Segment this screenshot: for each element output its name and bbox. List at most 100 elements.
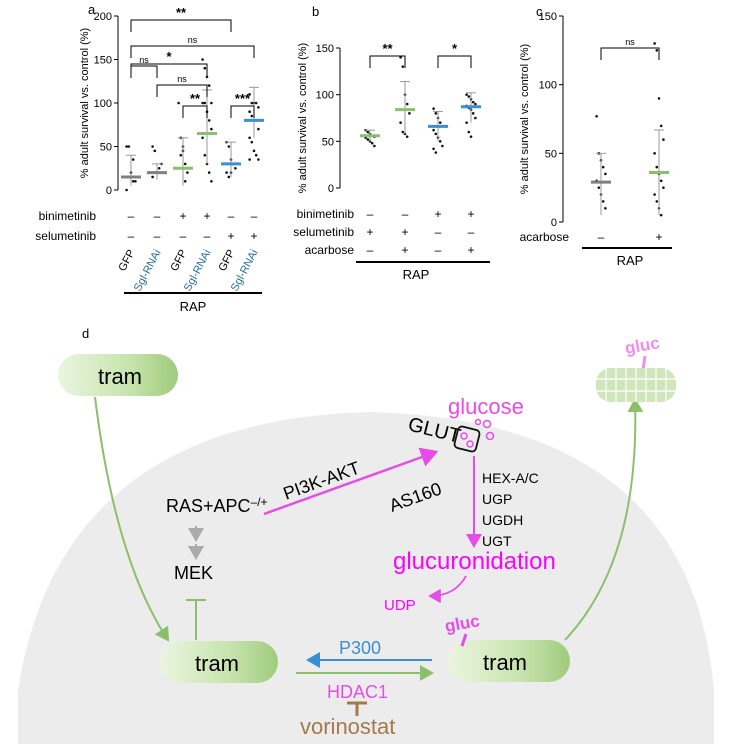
treatment-sign: – xyxy=(367,207,374,221)
data-point xyxy=(210,127,213,131)
glucose-label: glucose xyxy=(448,394,524,419)
y-tick-label: 150 xyxy=(539,11,557,23)
significance-label: * xyxy=(452,41,458,56)
x-tick-label: GFP xyxy=(168,248,189,274)
data-point xyxy=(248,93,251,96)
tram-label-right: tram xyxy=(483,650,527,675)
significance-label: *** xyxy=(235,91,251,106)
hdac1-label: HDAC1 xyxy=(327,682,388,702)
data-point xyxy=(225,171,228,174)
gluc-bond-excreted xyxy=(641,355,647,371)
mek-inhibition-line xyxy=(186,599,206,640)
enzyme-label-4: UGT xyxy=(482,533,512,549)
data-point xyxy=(601,165,605,169)
treatment-sign: – xyxy=(251,209,258,223)
data-point xyxy=(432,128,435,132)
tram-pill-right xyxy=(448,640,570,682)
data-point xyxy=(210,180,213,183)
treatment-sign: + xyxy=(467,243,474,257)
data-point xyxy=(465,93,468,96)
treatment-sign: + xyxy=(467,207,474,221)
group-label: RAP xyxy=(617,253,644,268)
data-point xyxy=(408,112,411,115)
y-axis-label: % adult survival vs. control (%) xyxy=(519,44,531,194)
panel-label-c: c xyxy=(536,4,543,19)
panel-label-d: d xyxy=(82,326,89,341)
glut-transporter-icon xyxy=(453,425,481,453)
enzyme-label-1: HEX-A/C xyxy=(482,470,539,486)
data-point xyxy=(248,110,251,113)
treatment-sign: – xyxy=(598,230,605,244)
data-point xyxy=(203,153,207,157)
tram-pill-top xyxy=(58,354,178,396)
data-point xyxy=(207,171,211,174)
p300-label: P300 xyxy=(339,638,381,658)
data-point xyxy=(653,193,656,196)
data-point xyxy=(595,114,598,118)
data-point xyxy=(432,107,435,110)
arrow-tram-out xyxy=(564,398,644,641)
data-point xyxy=(250,114,254,118)
data-point xyxy=(179,153,183,157)
significance-label: ns xyxy=(625,37,635,47)
panel-label-a: a xyxy=(88,2,96,17)
treatment-sign: – xyxy=(128,229,135,243)
data-point xyxy=(405,102,409,106)
data-point xyxy=(399,56,402,59)
arrow-tram-in xyxy=(94,396,170,642)
significance-bracket xyxy=(437,55,472,68)
significance-bracket xyxy=(130,45,255,58)
data-point xyxy=(227,175,231,179)
treatment-row-label: acarbose xyxy=(520,230,570,244)
data-point xyxy=(373,144,376,148)
data-point xyxy=(653,42,656,45)
data-point xyxy=(254,153,258,157)
data-point xyxy=(183,162,187,166)
data-point xyxy=(234,166,237,170)
arrow-to-udp xyxy=(428,575,467,604)
y-tick-label: 100 xyxy=(539,80,557,92)
data-point xyxy=(248,158,251,161)
treatment-sign: + xyxy=(401,243,408,257)
data-point xyxy=(157,166,161,170)
y-tick-label: 100 xyxy=(94,98,112,110)
treatment-row-label: binimetinib xyxy=(39,209,97,223)
significance-label: * xyxy=(166,49,172,64)
treatment-sign: – xyxy=(367,243,374,257)
treatment-sign: + xyxy=(366,225,373,239)
glucose-molecule-icon xyxy=(460,432,468,440)
data-point xyxy=(653,152,656,155)
tram-pill-left xyxy=(160,641,278,683)
data-point xyxy=(134,180,137,183)
treatment-sign: – xyxy=(228,209,235,223)
data-point xyxy=(438,140,442,143)
treatment-sign: + xyxy=(203,209,210,223)
data-point xyxy=(177,101,180,105)
significance-label: ns xyxy=(188,35,198,45)
y-axis-label: % adult survival vs. control (%) xyxy=(297,43,309,193)
data-point xyxy=(201,58,204,61)
data-point xyxy=(399,121,402,124)
data-point xyxy=(401,130,405,134)
treatment-sign: – xyxy=(180,229,187,243)
data-point xyxy=(127,145,131,148)
data-point xyxy=(604,206,607,210)
data-point xyxy=(257,127,260,131)
data-point xyxy=(366,130,370,134)
y-tick-label: 200 xyxy=(94,11,112,23)
data-point xyxy=(252,149,256,153)
data-point xyxy=(257,106,260,109)
vorinostat-inhibition xyxy=(347,701,367,716)
panel-label-b: b xyxy=(312,4,319,19)
vorinostat-label: vorinostat xyxy=(300,714,395,739)
tram-label-left: tram xyxy=(195,651,239,676)
data-point xyxy=(662,186,665,189)
data-point xyxy=(655,49,659,52)
group-label: RAP xyxy=(180,299,207,314)
y-tick-label: 0 xyxy=(106,185,112,197)
glucose-molecule-icon xyxy=(485,431,495,441)
data-point xyxy=(203,101,207,105)
treatment-sign: + xyxy=(227,229,234,243)
